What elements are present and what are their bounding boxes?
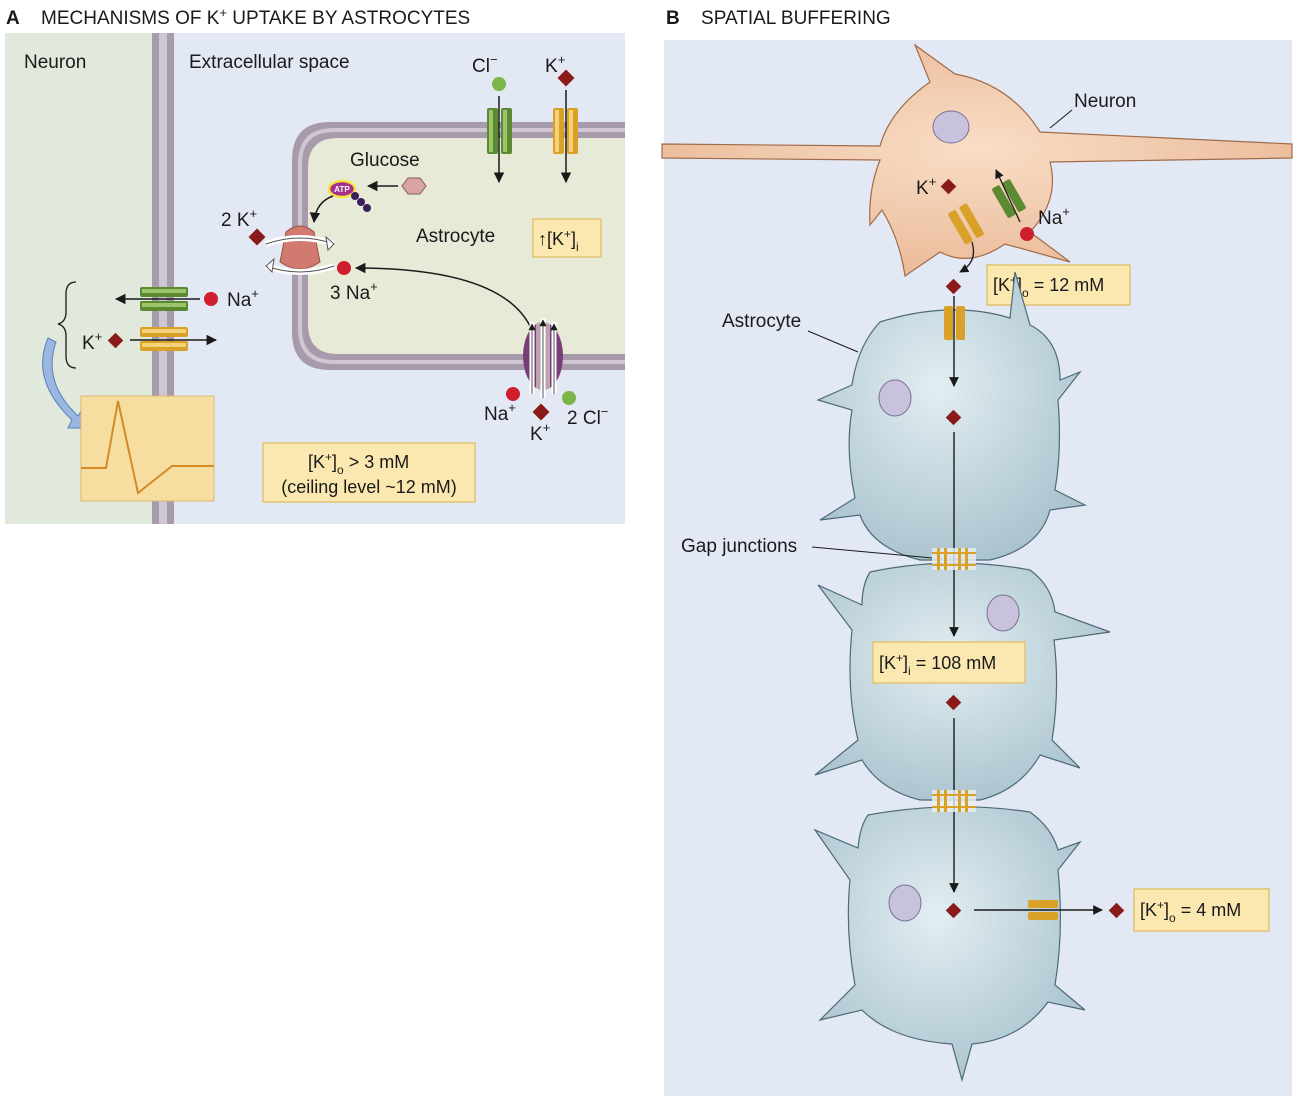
k-o-box-a (262, 442, 476, 503)
k-ion-out-b (1108, 902, 1125, 919)
panel-b: B SPATIAL BUFFERING Neuron K+ Na+ [K+]o … (661, 8, 1293, 1096)
astrocyte-label-b: Astrocyte (722, 311, 801, 332)
k-ion-neuron-b (940, 178, 957, 195)
gap-junction-2 (932, 790, 976, 812)
neuron-cell-b (661, 43, 1293, 278)
k-ion-astro-2 (945, 694, 962, 711)
k-o-box-top (986, 264, 1131, 306)
na-ion-b (1020, 227, 1034, 241)
svg-text:↑[K+]i: ↑[K+]i (538, 227, 579, 254)
svg-text:(ceiling level ~12 mM): (ceiling level ~12 mM) (281, 477, 457, 497)
na-ion-neuron (204, 292, 218, 306)
neuron-label-a: Neuron (24, 52, 86, 73)
cl-channel (487, 108, 512, 154)
glucose-label: Glucose (350, 150, 420, 171)
gap-junctions-label: Gap junctions (681, 536, 797, 557)
atp-molecule: ATP (327, 179, 371, 212)
neuron-na-channel-b (992, 179, 1026, 218)
k-i-box (532, 218, 602, 258)
na-ion-nkcc (506, 387, 520, 401)
astrocyte-interior-a (308, 138, 625, 354)
two-k-label: 2 K+ (221, 206, 257, 231)
cl-ion-top (492, 77, 506, 91)
k-bottom-label: K+ (530, 420, 550, 445)
k-channel-top (553, 108, 578, 154)
astrocyte-k-channel-bottom (1028, 900, 1058, 920)
neuron-nucleus-b (932, 110, 970, 144)
glucose-molecule (401, 177, 427, 195)
svg-text:[K+]o = 12 mM: [K+]o = 12 mM (993, 273, 1104, 300)
neuron-k-channel (140, 327, 188, 351)
svg-text:[K+]i = 108 mM: [K+]i = 108 mM (879, 651, 996, 678)
k-ion-astro-3 (945, 902, 962, 919)
k-efflux-arrow-b (959, 241, 975, 273)
atp-arrow (309, 195, 334, 224)
three-na-label: 3 Na+ (330, 279, 378, 304)
astrocyte-nucleus-1 (878, 379, 912, 417)
neuron-na-channel (140, 287, 188, 311)
astrocyte-k-channel-top (944, 306, 965, 340)
k-ion-top (557, 69, 575, 87)
k-label-b: K+ (916, 174, 936, 199)
two-cl-label: 2 Cl− (567, 404, 608, 429)
panel-a: A MECHANISMS OF K+ UPTAKE BY ASTROCYTES … (5, 5, 625, 524)
action-potential-trace (81, 400, 214, 495)
na-label-neuron: Na+ (227, 286, 259, 311)
extracellular-label: Extracellular space (189, 52, 350, 73)
astrocyte-nucleus-2 (986, 594, 1020, 632)
k-label-top: K+ (545, 52, 565, 77)
neuron-label-b: Neuron (1074, 91, 1136, 112)
na-bottom-label: Na+ (484, 400, 516, 425)
na-k-pump (265, 225, 335, 275)
svg-text:[K+]o > 3 mM: [K+]o > 3 mM (308, 450, 409, 477)
na-return-arrow (354, 262, 531, 327)
brace (57, 281, 77, 369)
k-ion-nkcc (532, 403, 550, 421)
astrocyte-cell-3 (813, 806, 1086, 1083)
k-i-box-b (872, 641, 1026, 684)
svg-text:[K+]o = 4 mM: [K+]o = 4 mM (1140, 898, 1241, 925)
gap-junction-1 (932, 548, 976, 570)
nkcc-cotransporter (523, 318, 563, 398)
cl-ion-nkcc (562, 391, 576, 405)
k-label-neuron: K+ (82, 329, 102, 354)
action-potential-box (80, 395, 215, 502)
cl-label: Cl− (472, 52, 498, 77)
neuron-k-channel-b (948, 203, 984, 245)
na-ion-pump (337, 261, 351, 275)
k-ion-pump (248, 228, 266, 246)
na-in-arrow-b (995, 169, 1021, 223)
panel-a-title: A MECHANISMS OF K+ UPTAKE BY ASTROCYTES (6, 5, 470, 29)
astrocyte-nucleus-3 (888, 884, 922, 922)
panel-b-title: B SPATIAL BUFFERING (666, 8, 891, 29)
astrocyte-label-a: Astrocyte (416, 226, 495, 247)
k-o-box-bottom (1133, 888, 1270, 932)
na-label-b: Na+ (1038, 204, 1070, 229)
svg-text:ATP: ATP (334, 185, 350, 194)
